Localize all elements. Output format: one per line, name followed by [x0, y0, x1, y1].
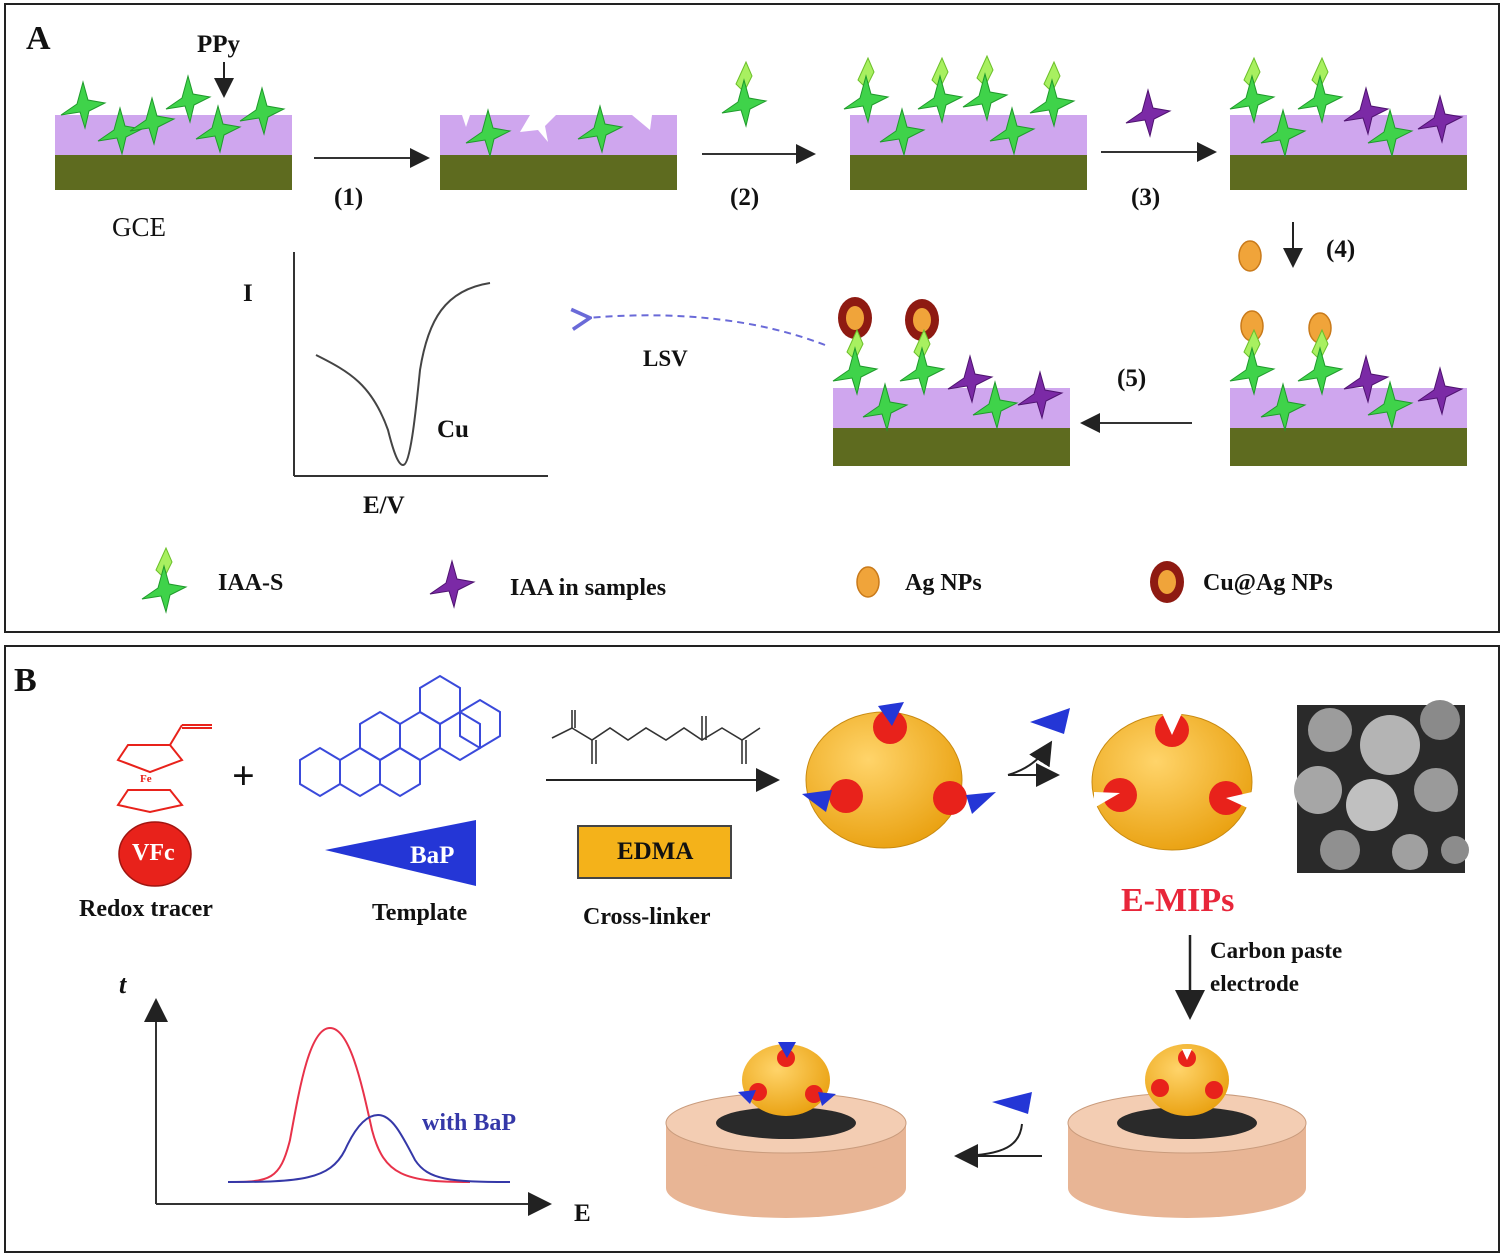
lsv-label: LSV	[643, 346, 688, 371]
redox-tracer-label: Redox tracer	[79, 896, 213, 922]
dpv-plot-xlabel: E	[574, 1200, 591, 1227]
step-4-label: (4)	[1326, 236, 1356, 263]
electrode-competitive	[1230, 58, 1467, 190]
legend-iaa-s-label: IAA-S	[218, 570, 284, 596]
lsv-curve	[315, 282, 491, 467]
electrode-ag-labelled	[1230, 310, 1467, 466]
sem-image	[1294, 700, 1469, 873]
dpv-plot	[144, 998, 552, 1216]
electrode-imprinted	[440, 105, 677, 190]
step-3-label: (3)	[1131, 184, 1161, 211]
benzopyrene-structure	[299, 674, 501, 798]
mip-sphere-empty	[1091, 713, 1253, 851]
gce-label: GCE	[112, 212, 166, 242]
cross-linker-label: Cross-linker	[583, 904, 711, 930]
cpe-label-line2: electrode	[1210, 971, 1299, 996]
legend-cu-ag-nps-label: Cu@Ag NPs	[1203, 570, 1333, 596]
ppy-label: PPy	[197, 31, 241, 58]
step-5-label: (5)	[1117, 365, 1147, 392]
edma-box	[577, 825, 732, 879]
electrode-iaa-s-bound	[844, 56, 1087, 190]
legend-ag-nps-label: Ag NPs	[905, 570, 982, 596]
legend-iaa-samples-label: IAA in samples	[510, 575, 667, 601]
template-rebind-icon	[992, 1092, 1032, 1114]
electrode-cu-ag-labelled	[833, 297, 1070, 466]
step-1-label: (1)	[334, 184, 364, 211]
electrode-right	[1067, 1044, 1307, 1218]
extraction-arrow-icon	[1007, 740, 1053, 776]
panel-a-letter: A	[26, 20, 51, 57]
e-mips-label: E-MIPs	[1121, 882, 1235, 919]
edma-label: EDMA	[617, 838, 694, 865]
mip-sphere-with-template	[802, 702, 996, 849]
panel-a-illustration	[55, 0, 1467, 640]
released-template-icon	[1030, 708, 1070, 734]
panel-b-letter: B	[14, 662, 37, 699]
dpv-series-label: with BaP	[422, 1110, 517, 1136]
dpv-plot-ylabel: t	[119, 970, 127, 999]
lsv-plot-xlabel: E/V	[363, 492, 405, 519]
vinylferrocene-structure	[116, 724, 212, 814]
plus-sign: +	[232, 753, 255, 798]
template-label: Template	[372, 900, 468, 926]
dpv-curve-with-bap	[227, 1113, 511, 1183]
lsv-plot	[293, 252, 548, 477]
lsv-plot-ylabel: I	[243, 280, 253, 307]
step-2-label: (2)	[730, 184, 760, 211]
fe-label: Fe	[140, 773, 152, 785]
vfc-label: VFc	[132, 840, 175, 866]
cpe-label-line1: Carbon paste	[1210, 938, 1343, 963]
edma-structure	[551, 710, 761, 764]
template-triangle-icon	[325, 820, 476, 886]
bap-label: BaP	[410, 842, 455, 869]
vfc-badge	[118, 821, 192, 887]
lsv-peak-label: Cu	[437, 416, 469, 443]
electrode-left	[665, 1042, 907, 1218]
electrode-gce	[55, 75, 292, 190]
dpv-curve-without-bap	[227, 1026, 471, 1183]
lsv-arrow-icon	[588, 315, 826, 346]
